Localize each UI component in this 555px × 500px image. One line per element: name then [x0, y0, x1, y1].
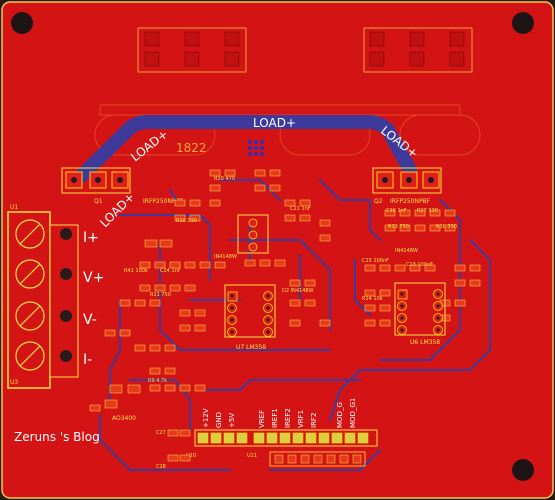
label-c16: C16 1nF [386, 208, 407, 214]
label-c24: C24 1nF [160, 268, 181, 274]
net-1822-label: 1822 [176, 141, 207, 155]
watermark: Zeruns 's Blog [14, 430, 100, 444]
u11-label: U11 [247, 453, 257, 459]
d3-label: IN4148W [395, 248, 418, 254]
pin-mod-g1-label: MOD_G1 [349, 398, 357, 428]
terminal-iplus-label: I+ [83, 230, 99, 246]
terminal-vplus-label: V+ [83, 270, 104, 286]
trim-header [237, 214, 269, 254]
label-r11: R11 750 [150, 292, 171, 298]
label-r10: R10 330 [176, 218, 197, 224]
load-center-label: LOAD+ [253, 116, 296, 130]
u6-label: U6 LM358 [410, 339, 440, 346]
u7-chip [224, 284, 276, 338]
load-bus-trace [68, 115, 417, 189]
label-r14: R14 10k [362, 296, 383, 302]
label-c21: C21 1nF [290, 206, 311, 212]
label-r41: R41 100k [124, 268, 148, 274]
pin-irf-label: IRF2 [310, 413, 318, 428]
label-r13: R13 750 [388, 224, 409, 230]
label-c15: C15 100nF [362, 258, 389, 264]
q3-part-label: AO3400 [112, 415, 136, 422]
c27-label: C27 [156, 430, 166, 436]
u3-label: U3 [10, 379, 18, 386]
mounting-hole [512, 459, 534, 481]
d1-label: IN4148W [214, 254, 237, 260]
u7-label: U7 LM358 [236, 344, 266, 351]
c28-label: C28 [156, 464, 166, 470]
pin-12v-label: +12V [202, 408, 210, 428]
label-r30: R30 330 [436, 224, 457, 230]
u6-chip [394, 282, 446, 336]
terminal-block [7, 211, 79, 389]
mosfet-q2 [372, 167, 442, 194]
mounting-hole [11, 12, 33, 34]
via-cluster [248, 140, 264, 156]
label-r27: R27 330 [417, 208, 438, 214]
pin-vref-label: VREF [258, 410, 266, 428]
pin-iref2-label: IREF2 [284, 408, 292, 428]
terminal-vminus-label: V- [83, 312, 97, 328]
pin-gnd1-label: GND [215, 412, 223, 428]
q1-label: Q1 [94, 198, 103, 205]
label-c13: C13 100nF [406, 262, 433, 268]
u10-label: U10 [186, 453, 196, 459]
pin-5v-label: +5V [228, 413, 236, 428]
smd-cluster-left [89, 169, 331, 412]
mounting-holes [11, 12, 534, 481]
caps-c27-c28 [167, 429, 191, 462]
q2-part-label: IRFP250NPBF [390, 198, 431, 205]
d2-label: D2 IN4148W [282, 288, 314, 294]
label-r20: R20 470 [214, 176, 235, 182]
pin-iref1-label: IREF1 [271, 408, 279, 428]
top-silk-outlines [137, 27, 473, 73]
header-u11 [194, 429, 378, 467]
top-vias [144, 31, 465, 67]
label-r9: R9 4.7k [148, 378, 167, 384]
terminal-iminus-label: I- [83, 352, 92, 368]
q1-part-label: IRFP250NPBF [143, 198, 184, 205]
pin-vrf-label: VRF1 [297, 410, 305, 428]
pin-mod-g-label: MOD_G [336, 402, 344, 428]
mounting-hole [512, 12, 534, 34]
mosfet-q1 [61, 167, 131, 194]
u1-label: U1 [10, 204, 18, 211]
q2-label: Q2 [374, 198, 383, 205]
